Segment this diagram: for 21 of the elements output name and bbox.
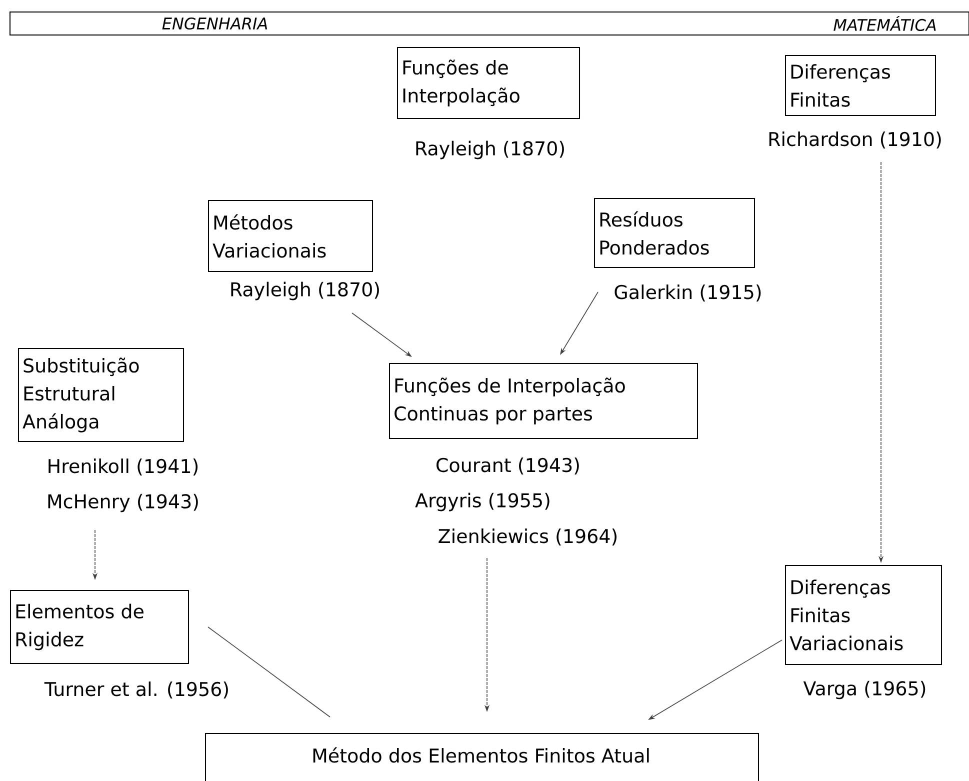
author-label: McHenry (1943) xyxy=(48,494,198,512)
concept-box: Resíduos Ponderados xyxy=(594,198,755,268)
author-label: Argyris (1955) xyxy=(415,492,550,512)
author-label: Hrenikoll (1941) xyxy=(48,458,198,476)
header-band: ENGENHARIA MATEMÁTICA xyxy=(10,12,969,36)
author-label: Rayleigh (1870) xyxy=(416,140,564,160)
author-label: Zienkiewics (1964) xyxy=(438,528,617,546)
concept-box: Funções de Interpolação Continuas por partes xyxy=(389,363,698,439)
concept-box: Substituição Estrutural Análoga xyxy=(18,348,184,442)
author-label: Galerkin (1915) xyxy=(614,284,761,302)
concept-box: Método dos Elementos Finitos Atual xyxy=(205,733,759,781)
author-label: Rayleigh (1870) xyxy=(231,282,379,300)
author-label: Varga (1965) xyxy=(803,680,926,700)
concept-box: Métodos Variacionais xyxy=(208,200,373,272)
concept-box: Funções de Interpolação xyxy=(397,47,580,119)
author-label: Richardson (1910) xyxy=(769,132,941,148)
author-label: Turner et al. (1956) xyxy=(44,682,228,698)
author-label: Courant (1943) xyxy=(436,458,579,474)
concept-box: Diferenças Finitas Variacionais xyxy=(785,565,942,665)
concept-box: Diferenças Finitas xyxy=(785,55,936,116)
concept-box: Elementos de Rigidez xyxy=(10,590,189,664)
